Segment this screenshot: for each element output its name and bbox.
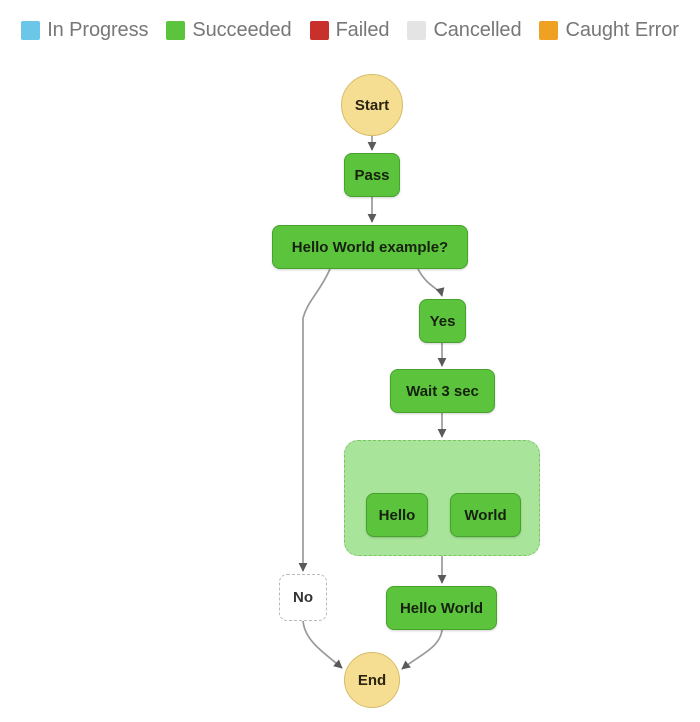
- workflow-graph[interactable]: Start Pass Hello World example? Yes Wait…: [0, 56, 700, 722]
- legend-label-caught-error: Caught Error: [565, 19, 679, 41]
- node-hello-world[interactable]: Hello World: [386, 586, 497, 630]
- node-wait-label: Wait 3 sec: [406, 382, 479, 400]
- legend-swatch-failed: [309, 20, 329, 40]
- edge-choice-no-curve: [302, 268, 331, 319]
- legend-item-in-progress: In Progress: [21, 20, 148, 40]
- legend-item-succeeded: Succeeded: [166, 19, 292, 41]
- node-choice-hello-world-example[interactable]: Hello World example?: [272, 225, 468, 269]
- edge-choice-yes: [417, 268, 445, 297]
- status-legend: In Progress Succeeded Failed Cancelled C…: [0, 0, 700, 60]
- node-yes[interactable]: Yes: [419, 299, 466, 343]
- node-no[interactable]: No: [279, 574, 327, 621]
- node-end[interactable]: End: [344, 652, 400, 708]
- edge-no-end: [302, 620, 343, 669]
- node-world[interactable]: World: [450, 493, 521, 537]
- node-hello-label: Hello: [378, 506, 416, 524]
- node-hello-world-label: Hello World: [399, 599, 484, 617]
- edge-helloworld-end: [401, 629, 443, 670]
- legend-label-succeeded: Succeeded: [192, 19, 292, 41]
- legend-swatch-succeeded: [166, 20, 186, 40]
- node-pass-label: Pass: [354, 166, 390, 184]
- legend-swatch-cancelled: [407, 20, 427, 40]
- node-choice-label: Hello World example?: [291, 238, 449, 256]
- legend-label-in-progress: In Progress: [47, 19, 149, 41]
- node-end-label: End: [357, 671, 387, 689]
- legend-label-failed: Failed: [335, 19, 390, 41]
- legend-swatch-caught-error: [539, 20, 559, 40]
- node-world-label: World: [464, 506, 507, 524]
- node-yes-label: Yes: [429, 312, 456, 330]
- legend-item-failed: Failed: [309, 19, 390, 41]
- legend-item-cancelled: Cancelled: [407, 19, 522, 41]
- legend-label-cancelled: Cancelled: [433, 19, 522, 41]
- node-wait-3-sec[interactable]: Wait 3 sec: [390, 369, 495, 413]
- node-no-label: No: [293, 589, 313, 606]
- node-hello[interactable]: Hello: [366, 493, 428, 537]
- legend-item-caught-error: Caught Error: [539, 19, 679, 41]
- node-start-label: Start: [354, 96, 390, 114]
- legend-swatch-in-progress: [21, 20, 41, 40]
- node-start[interactable]: Start: [341, 74, 403, 136]
- node-pass[interactable]: Pass: [344, 153, 400, 197]
